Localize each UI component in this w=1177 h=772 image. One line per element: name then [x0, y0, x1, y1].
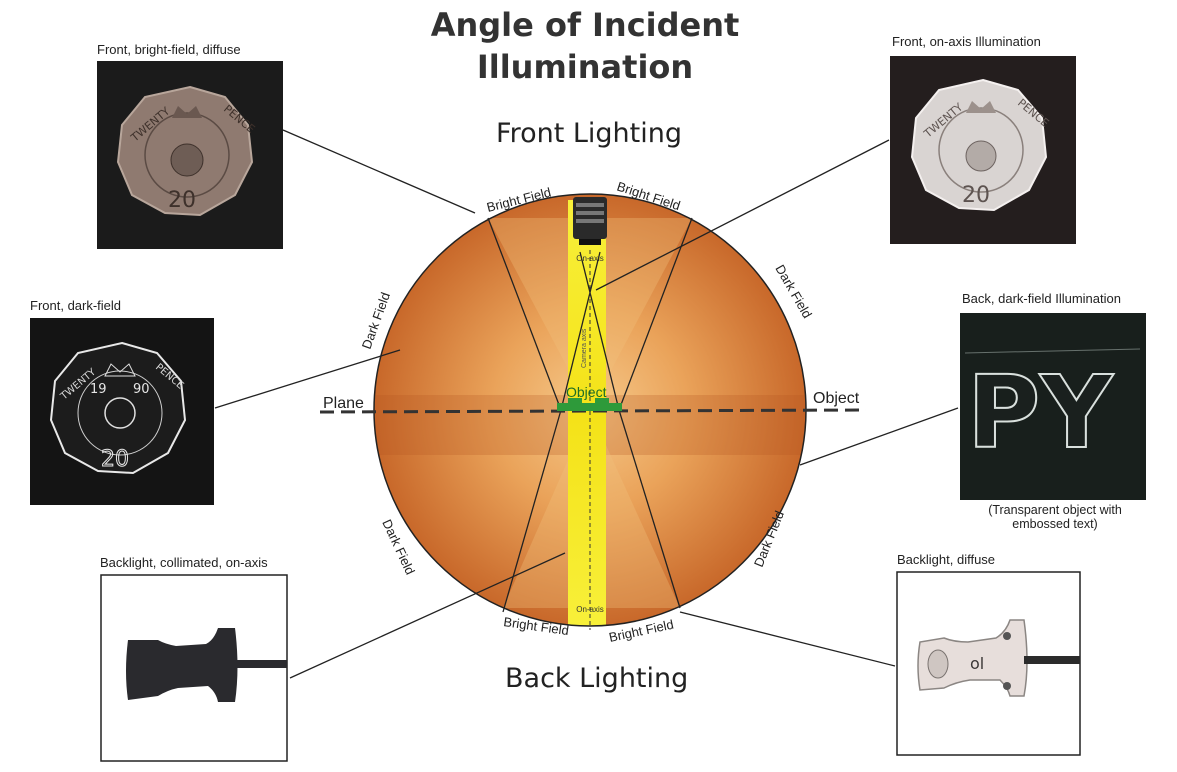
object-right-label: Object — [813, 390, 860, 407]
coin2-value: 20 — [962, 183, 990, 208]
photo-front-on-axis: TWENTY PENCE 20 — [890, 56, 1076, 244]
note-line-1: (Transparent object with — [988, 503, 1122, 517]
title-line-2: Illumination — [476, 48, 694, 86]
camera-icon — [573, 197, 607, 245]
back-lighting-heading: Back Lighting — [505, 663, 689, 694]
on-axis-bottom-label: On-axis — [576, 605, 604, 614]
camera-axis-label: Camera axis — [581, 328, 588, 368]
object-bump-right — [595, 398, 609, 404]
on-axis-left-line — [560, 251, 601, 411]
on-axis-right-line — [579, 251, 620, 411]
photo-backlight-diffuse: ol — [896, 571, 1081, 756]
diagram-title: Angle of Incident Illumination — [400, 4, 770, 88]
connector-front-bright — [282, 129, 476, 214]
connector-front-dark — [214, 349, 401, 409]
connector-back-dark — [799, 407, 959, 466]
front-bright-left-line — [487, 217, 562, 411]
front-bright-right-line — [618, 217, 693, 411]
photo-backlight-collimated — [100, 574, 288, 762]
photo-front-bright-diffuse: TWENTY PENCE 20 — [97, 61, 283, 249]
caption-front-bright-diffuse: Front, bright-field, diffuse — [97, 42, 241, 57]
coin3-value: 20 — [101, 447, 129, 472]
on-axis-top-label: On-axis — [576, 254, 604, 263]
coin3-year-right: 90 — [133, 382, 150, 397]
title-line-1: Angle of Incident — [430, 6, 740, 44]
caption-front-dark-field: Front, dark-field — [30, 298, 122, 313]
object-shape — [557, 403, 622, 411]
caption-backlight-collimated: Backlight, collimated, on-axis — [100, 555, 268, 570]
object-bump-left — [568, 398, 582, 404]
coin1-value: 20 — [168, 188, 196, 213]
caption-backlight-diffuse: Backlight, diffuse — [897, 552, 996, 567]
photo-front-dark-field: 19 90 TWENTY PENCE 20 — [30, 318, 214, 505]
connector-backlight-collimated — [289, 552, 566, 679]
connector-front-on-axis — [595, 139, 890, 291]
caption-front-on-axis: Front, on-axis Illumination — [892, 34, 1041, 49]
front-lighting-heading: Front Lighting — [496, 118, 683, 149]
part-marking: ol — [970, 654, 984, 673]
caption-back-dark-field: Back, dark-field Illumination — [962, 291, 1121, 306]
connector-backlight-diffuse — [679, 611, 896, 667]
object-center-label: Object — [566, 384, 607, 400]
plane-label: Plane — [323, 395, 364, 412]
note-line-2: embossed text) — [1012, 517, 1098, 531]
photo-back-dark-field: PY — [960, 313, 1146, 500]
coin3-year-left: 19 — [90, 382, 107, 397]
back-bright-right-line — [618, 409, 681, 609]
on-axis-beam — [568, 200, 606, 626]
back-bright-left-line — [502, 409, 562, 613]
embossed-text: PY — [967, 354, 1114, 471]
back-dark-field-note: (Transparent object with embossed text) — [965, 503, 1145, 531]
